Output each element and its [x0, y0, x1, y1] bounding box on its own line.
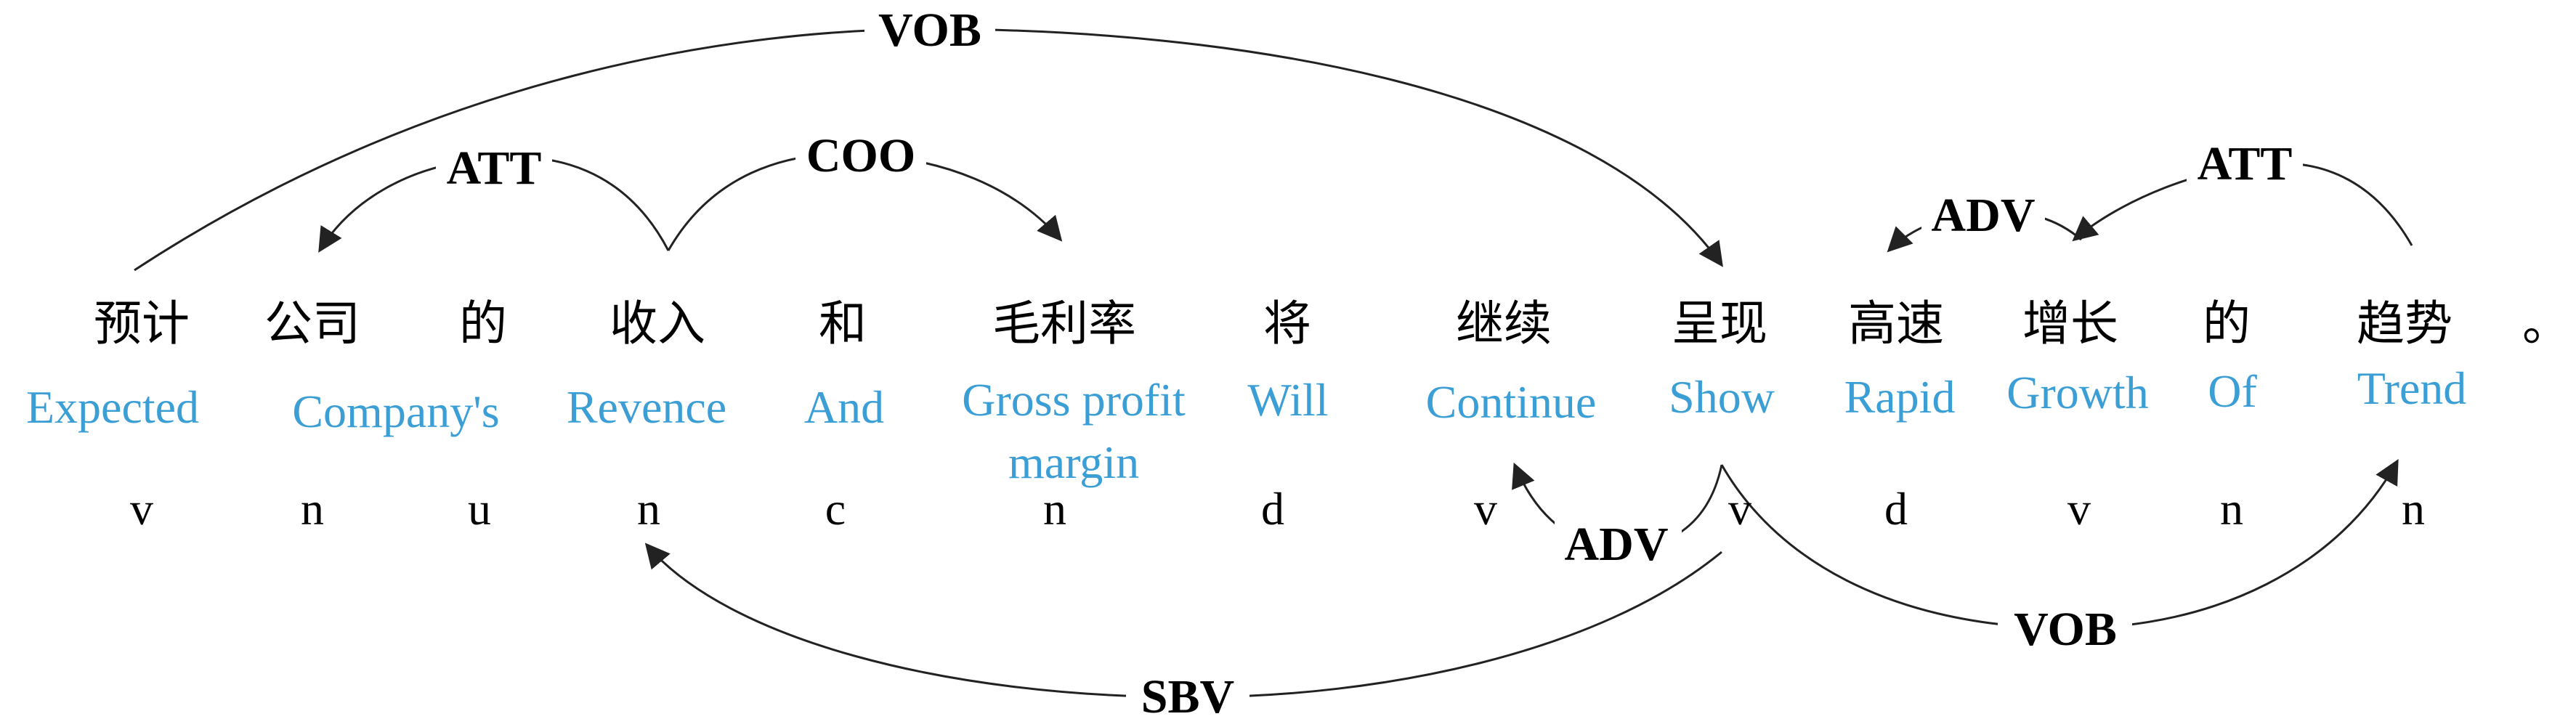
token-en: Of — [2208, 365, 2257, 417]
token-en: And — [804, 381, 884, 433]
chinese-tokens: 预计 公司 的 收入 和 毛利率 将 继续 呈现 高速 增长 的 趋势 。 — [94, 296, 2570, 352]
token-pos: v — [1728, 483, 1751, 535]
token-pos: n — [2220, 483, 2243, 535]
token-en: margin — [1008, 436, 1139, 488]
token-en: Continue — [1426, 376, 1597, 428]
token-zh: 的 — [459, 296, 507, 352]
token-zh: 继续 — [1456, 296, 1552, 352]
relation-label-adv-bottom: ADV — [1565, 518, 1669, 571]
token-pos: d — [1884, 483, 1908, 535]
token-zh: 高速 — [1848, 296, 1944, 352]
dependency-arcs — [134, 28, 2413, 699]
token-pos: n — [1043, 483, 1066, 535]
token-en: Company's — [292, 386, 499, 437]
token-pos: v — [1474, 483, 1497, 535]
relation-label-att-left: ATT — [447, 142, 542, 195]
token-en: Trend — [2357, 362, 2467, 414]
token-pos: n — [2402, 483, 2425, 535]
token-zh: 。 — [2522, 296, 2570, 352]
token-zh: 收入 — [609, 296, 705, 352]
token-pos: v — [130, 483, 153, 535]
token-en: Expected — [26, 381, 199, 433]
token-pos: u — [468, 483, 491, 535]
token-zh: 公司 — [264, 296, 360, 352]
token-zh: 趋势 — [2357, 296, 2453, 352]
arc-vob-top — [134, 28, 1723, 272]
token-zh: 毛利率 — [992, 296, 1136, 352]
token-pos: c — [825, 483, 846, 535]
token-en: Revence — [567, 381, 726, 433]
relation-label-att-right: ATT — [2198, 137, 2293, 190]
relation-label-adv-top: ADV — [1932, 189, 2036, 242]
relation-labels: VOB ATT COO ADV ATT ADV SBV VOB — [436, 4, 2303, 723]
english-glosses: Expected Company's Revence And Gross pro… — [26, 362, 2466, 488]
token-zh: 呈现 — [1672, 296, 1767, 352]
token-pos: d — [1261, 483, 1284, 535]
token-zh: 预计 — [94, 296, 190, 352]
relation-label-vob-bottom: VOB — [2014, 603, 2117, 656]
token-pos: n — [301, 483, 324, 535]
token-zh: 和 — [819, 296, 867, 352]
token-pos: v — [2067, 483, 2091, 535]
token-zh: 将 — [1263, 296, 1311, 352]
relation-label-sbv: SBV — [1141, 670, 1234, 723]
relation-label-vob-top: VOB — [878, 4, 981, 57]
token-zh: 增长 — [2022, 296, 2118, 352]
token-en: Show — [1669, 371, 1775, 423]
relation-label-coo: COO — [806, 129, 915, 182]
token-zh: 的 — [2203, 296, 2251, 352]
pos-tags: v n u n c n d v v d v n n — [130, 483, 2425, 535]
token-en: Rapid — [1844, 371, 1956, 423]
token-en: Will — [1247, 374, 1328, 426]
token-pos: n — [637, 483, 660, 535]
token-en: Gross profit — [962, 374, 1186, 426]
token-en: Growth — [2006, 367, 2149, 418]
